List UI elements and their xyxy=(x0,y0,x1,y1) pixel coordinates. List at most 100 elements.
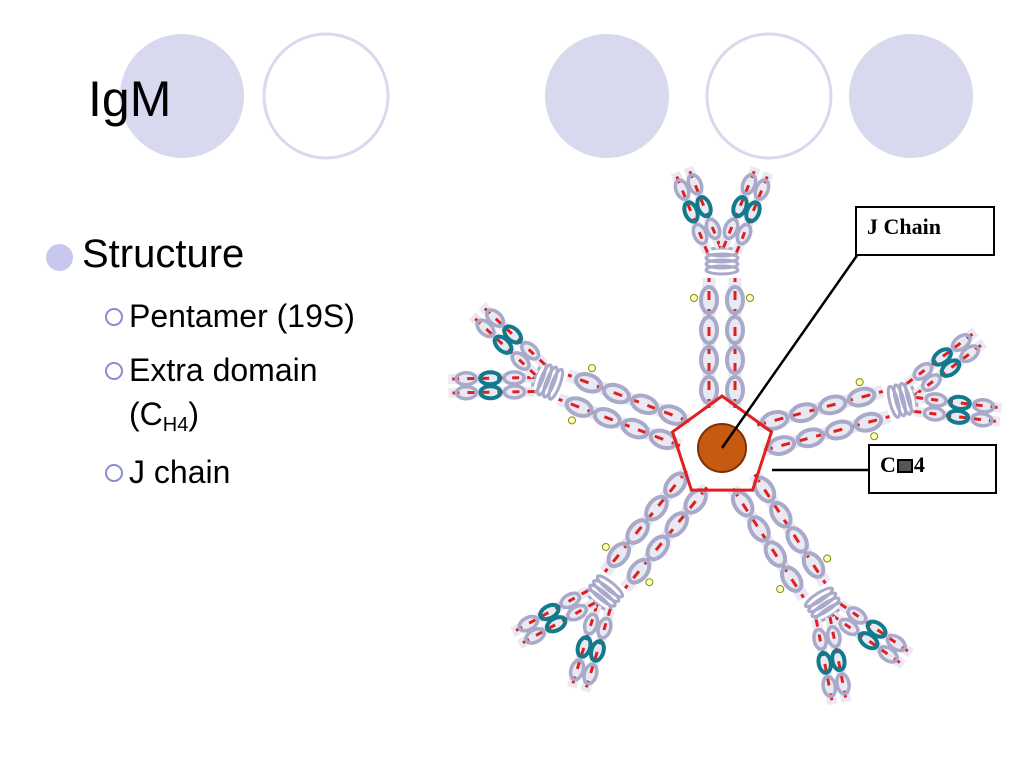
constant-domain-loop xyxy=(821,674,838,699)
constant-domain-loop xyxy=(606,541,632,569)
igm-monomer-arm xyxy=(670,165,774,408)
fab-chain xyxy=(580,607,616,693)
ch4-suffix: ) xyxy=(188,396,199,432)
pentamer-pentagon xyxy=(670,394,774,492)
hinge-coil xyxy=(807,591,838,614)
hinge-coil xyxy=(892,383,907,418)
constant-domain-loop xyxy=(704,217,722,241)
carbohydrate-dot xyxy=(601,542,610,551)
disulfide-dash xyxy=(731,487,805,599)
fab-chain xyxy=(837,599,914,658)
constant-domain-loop xyxy=(502,384,527,400)
constant-domain-loop xyxy=(838,617,860,637)
sub-bullet-ring-icon xyxy=(105,362,123,380)
disulfide-dash xyxy=(567,373,690,423)
variable-domain-loop xyxy=(744,200,762,224)
constant-domain-loop xyxy=(812,627,829,652)
constant-domain-loop xyxy=(817,394,848,416)
variable-domain-loop xyxy=(731,195,749,219)
constant-domain-loop xyxy=(517,614,540,633)
disulfide-dash xyxy=(623,486,709,590)
constant-domain-loop xyxy=(846,606,868,625)
variable-domain-loop xyxy=(830,648,847,673)
hinge-coil xyxy=(592,578,621,604)
fab-chain xyxy=(829,611,906,669)
constant-domain-loop xyxy=(602,382,631,405)
constant-domain-loop xyxy=(950,333,972,352)
constant-domain-loop xyxy=(645,534,671,562)
constant-domain-loop xyxy=(824,419,855,441)
igm-monomer-arm xyxy=(755,327,1003,457)
constant-domain-loop xyxy=(630,393,659,416)
constant-domain-loop xyxy=(825,625,842,649)
constant-domain-loop xyxy=(912,361,934,381)
disulfide-dash xyxy=(603,469,688,573)
c-domain-glyph-icon xyxy=(896,459,913,473)
constant-domain-loop xyxy=(769,500,793,529)
fab-arm xyxy=(670,165,726,255)
sub-bullet-text: Extra domain xyxy=(129,352,318,388)
constant-domain-loop xyxy=(735,222,753,246)
hinge-coil xyxy=(898,381,913,416)
hinge-coil xyxy=(704,264,740,276)
constant-domain-loop xyxy=(763,540,788,568)
j-chain-pointer xyxy=(720,253,860,449)
decor-ring-circle xyxy=(262,32,390,160)
variable-domain-loop xyxy=(946,408,971,425)
constant-domain-loop xyxy=(740,173,758,196)
constant-domain-loop xyxy=(524,627,547,645)
constant-domain-loop xyxy=(725,285,745,315)
constant-domain-loop xyxy=(779,565,804,593)
constant-domain-loop xyxy=(520,340,541,361)
fab-chain xyxy=(912,338,988,399)
constant-domain-loop xyxy=(725,315,745,345)
constant-domain-loop xyxy=(686,173,704,196)
constant-domain-loop xyxy=(673,178,691,201)
variable-domain-loop xyxy=(478,370,503,387)
variable-domain-loop xyxy=(538,602,561,622)
igm-monomer-arm xyxy=(510,466,712,693)
hinge-coil xyxy=(704,258,740,270)
constant-domain-loop xyxy=(785,526,809,554)
carbohydrate-dot xyxy=(823,554,832,563)
constant-domain-loop xyxy=(766,435,797,456)
hinge-coil xyxy=(704,252,740,264)
j-chain-label: J Chain xyxy=(855,206,995,256)
constant-domain-loop xyxy=(596,616,613,640)
variable-domain-loop xyxy=(816,651,833,675)
variable-domain-loop xyxy=(865,619,888,639)
hinge-coil xyxy=(536,363,553,397)
variable-domain-loop xyxy=(695,195,713,219)
fab-chain xyxy=(468,312,539,379)
fab-chain xyxy=(670,171,713,255)
sub-bullet-ring-icon xyxy=(105,308,123,326)
constant-domain-loop xyxy=(625,518,650,545)
constant-domain-loop xyxy=(699,315,719,345)
slide-title: IgM xyxy=(88,71,172,127)
fab-chain xyxy=(915,392,1003,413)
fab-chain xyxy=(913,406,1001,427)
constant-domain-loop xyxy=(877,645,899,664)
fab-chain xyxy=(448,372,535,385)
fab-arm xyxy=(903,327,988,399)
carbohydrate-dot xyxy=(776,585,785,594)
sub-bullet-text: Pentamer (19S) xyxy=(129,298,355,334)
fab-arm xyxy=(829,599,914,669)
fab-arm xyxy=(510,586,597,650)
decor-filled-circle xyxy=(849,34,973,158)
constant-domain-loop xyxy=(644,494,669,522)
carbohydrate-dot xyxy=(746,294,754,302)
igm-monomer-arm xyxy=(448,302,692,452)
constant-domain-loop xyxy=(725,345,745,375)
decor-filled-circle xyxy=(545,34,669,158)
ch4-prefix: (C xyxy=(129,396,163,432)
hinge-coil xyxy=(547,367,565,401)
sub-bullet-ring-icon xyxy=(105,464,123,482)
hinge-coil xyxy=(588,583,617,608)
decor-ring-circle xyxy=(705,32,833,160)
constant-domain-loop xyxy=(730,489,755,518)
variable-domain-loop xyxy=(931,347,953,367)
constant-domain-loop xyxy=(454,370,478,387)
constant-domain-loop xyxy=(559,591,582,610)
constant-domain-loop xyxy=(510,351,531,371)
